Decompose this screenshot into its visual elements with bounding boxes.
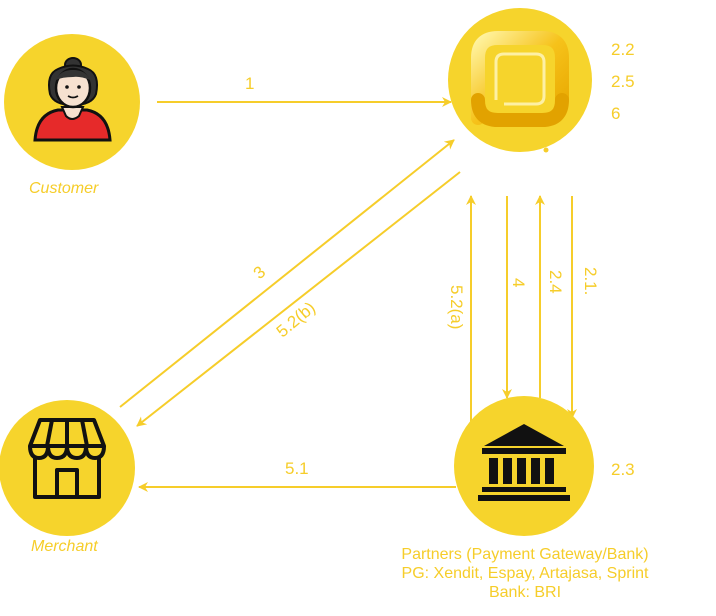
edge-2-1-label: 2.1.	[581, 267, 600, 296]
partners-description: Partners (Payment Gateway/Bank) PG: Xend…	[340, 545, 710, 602]
platform-dot	[543, 147, 549, 153]
edge-1-label: 1	[245, 74, 255, 93]
merchant-caption: Merchant	[31, 538, 98, 555]
platform-step-2-2: 2.2	[611, 40, 635, 59]
woman-avatar-icon	[33, 57, 112, 142]
edge-3	[119, 139, 455, 408]
partners-step-2-3: 2.3	[611, 460, 635, 479]
edge-5-1-label: 5.1	[285, 459, 309, 478]
platform-step-2-5: 2.5	[611, 72, 635, 91]
merchant-node[interactable]	[0, 400, 135, 536]
edge-5-2b	[136, 171, 461, 427]
partners-bank-list: Bank: BRI	[488, 584, 562, 601]
edge-4-label: 4	[509, 278, 528, 288]
partners-node[interactable]	[454, 396, 594, 536]
rounded-square-logo-icon	[471, 31, 569, 127]
platform-node[interactable]	[448, 8, 592, 153]
partners-title: Partners (Payment Gateway/Bank)	[401, 546, 649, 563]
bank-building-icon	[478, 424, 570, 501]
edge-2-4-label: 2.4	[546, 270, 565, 294]
storefront-icon	[28, 418, 106, 499]
customer-node[interactable]	[4, 34, 140, 170]
customer-caption: Customer	[29, 180, 99, 197]
partners-pg-list: PG: Xendit, Espay, Artajasa, Sprint	[401, 565, 649, 582]
platform-step-6: 6	[611, 104, 621, 123]
edge-5-2a-label: 5.2(a)	[447, 285, 466, 330]
